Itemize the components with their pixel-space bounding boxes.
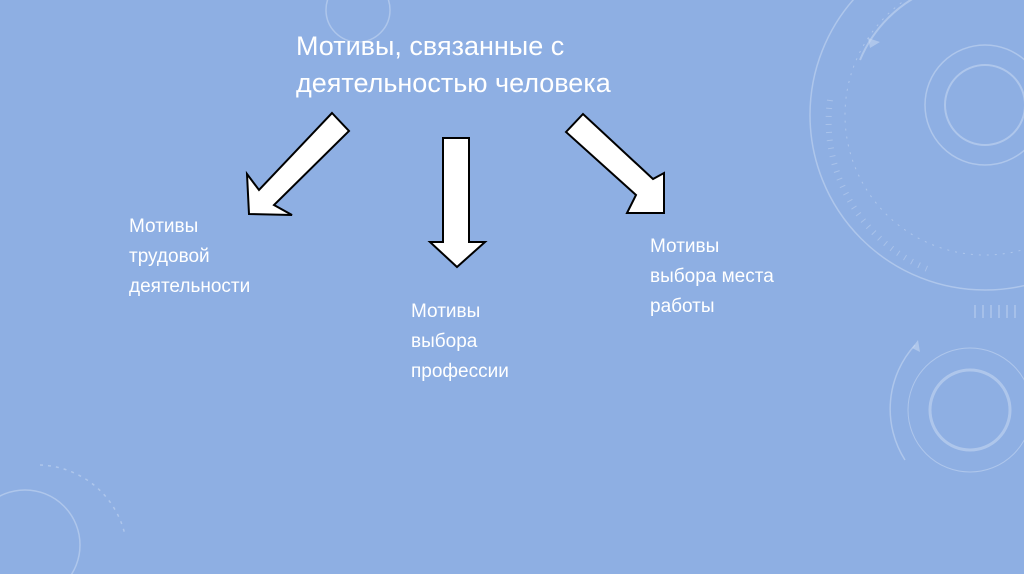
label-labor-activity: Мотивы трудовой деятельности	[129, 212, 329, 302]
label-workplace-choice: Мотивы выбора места работы	[650, 232, 850, 322]
arrow-right	[566, 114, 664, 213]
label-profession-choice: Мотивы выбора профессии	[411, 297, 611, 387]
arrow-center	[430, 138, 485, 267]
arrow-left	[247, 113, 349, 215]
